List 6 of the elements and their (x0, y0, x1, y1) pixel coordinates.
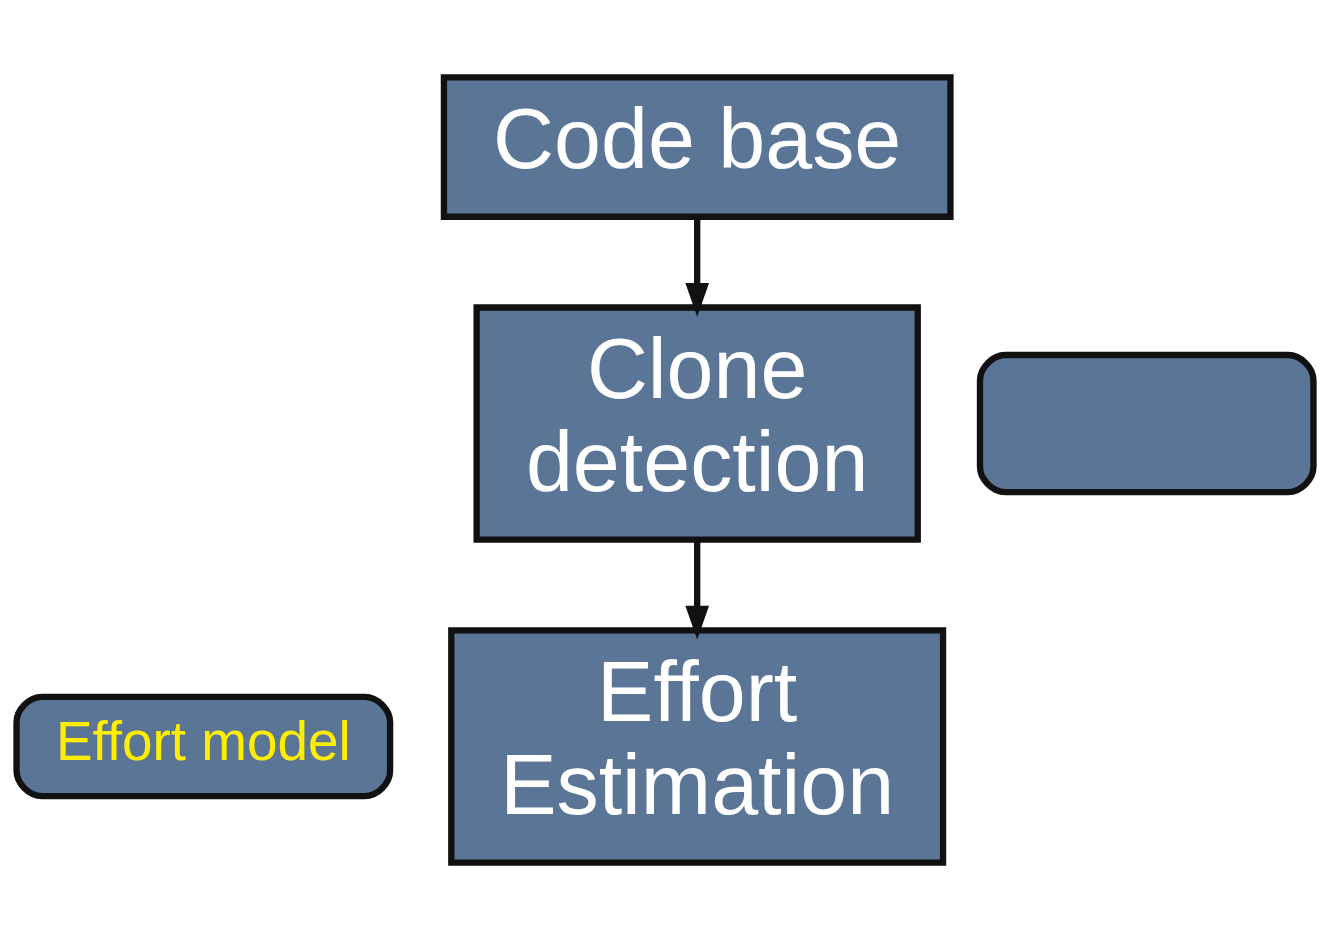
node-box: Clone detection (473, 303, 921, 543)
node-box: Effort model (13, 693, 394, 799)
node-box (976, 351, 1317, 495)
arrow (685, 539, 710, 640)
node-box: Code base (440, 73, 954, 220)
node-box: Effort Estimation (448, 626, 947, 866)
